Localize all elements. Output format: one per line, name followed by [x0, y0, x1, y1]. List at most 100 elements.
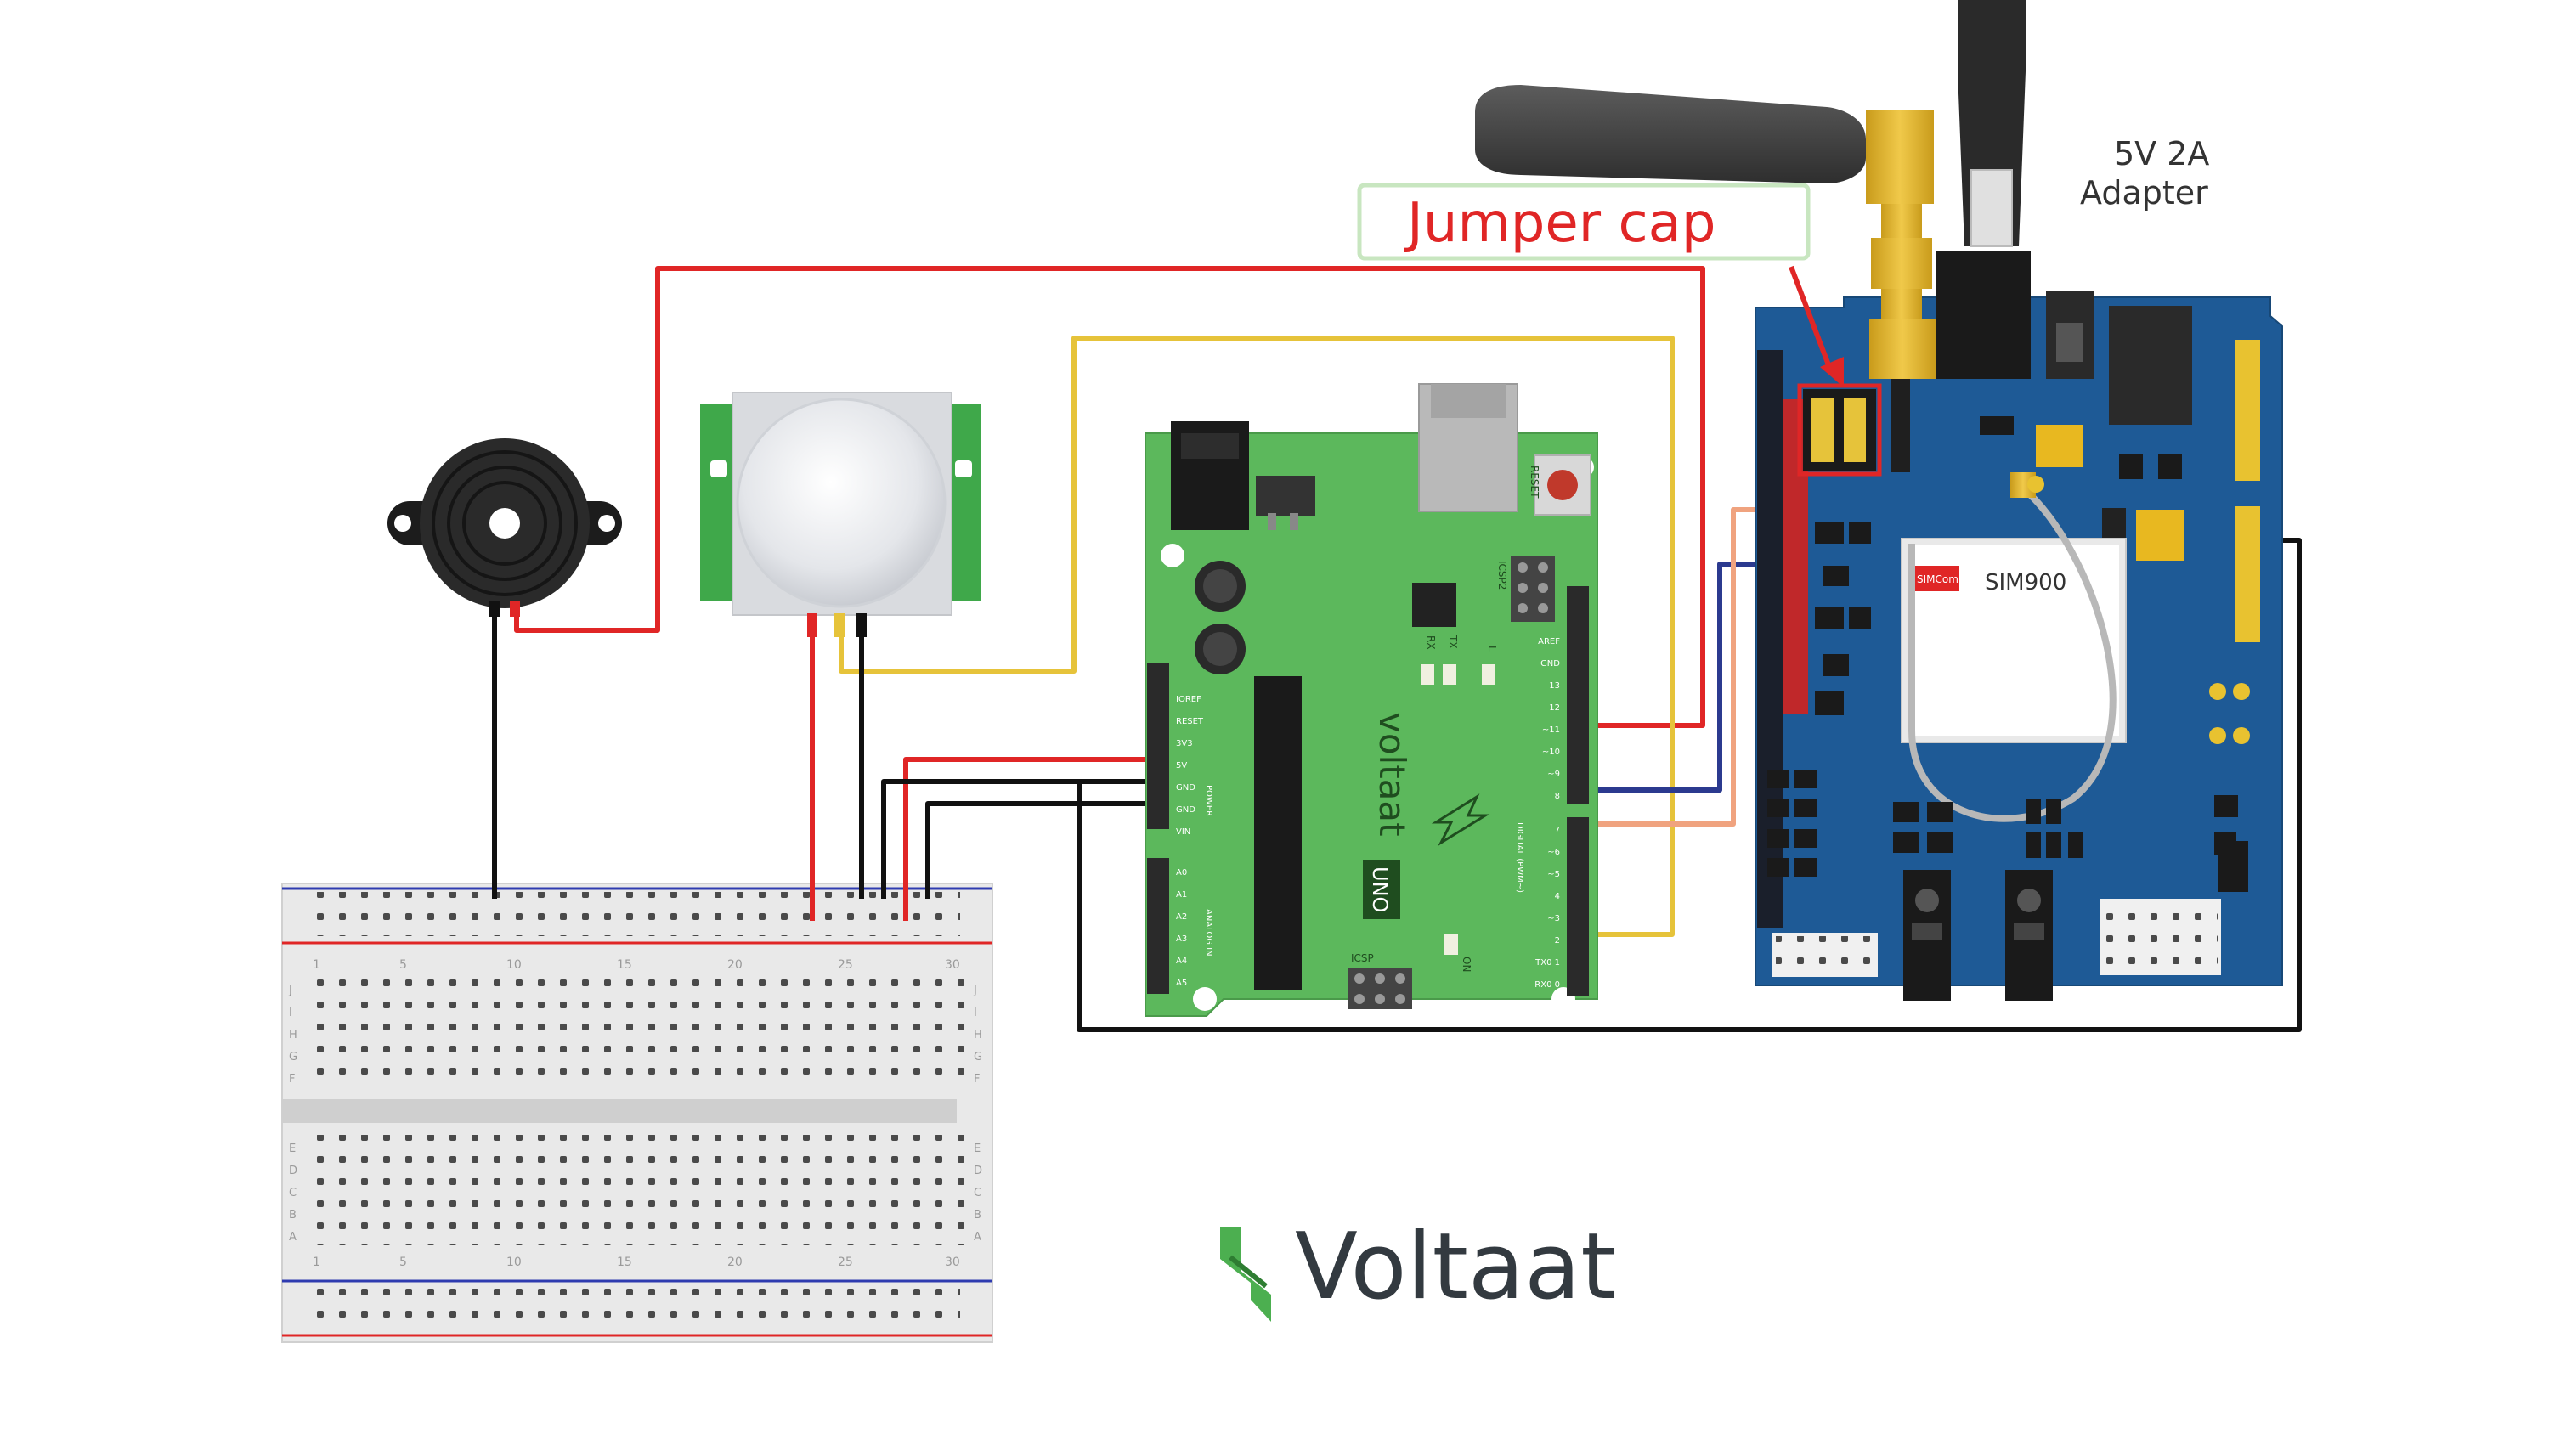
row-letter: C: [289, 1187, 297, 1199]
row-letter: G: [974, 1051, 982, 1064]
board-logo-icon: [1431, 793, 1490, 847]
center-channel: [282, 1099, 957, 1123]
atmega-chip: [1254, 676, 1302, 990]
voltaat-logo-icon: [1220, 1227, 1271, 1322]
wire-gnd-black-1: [881, 779, 1157, 899]
row-letter: B: [974, 1209, 981, 1222]
digital-group-label: DIGITAL (PWM~): [1515, 822, 1524, 893]
pin-label: A1: [1176, 890, 1187, 900]
analog-group-label: ANALOG IN: [1204, 909, 1213, 957]
shield-power-jack: [1936, 251, 2031, 379]
board-model-badge: [1363, 860, 1400, 919]
breadboard-row-letters: J I H G F E D C B A J I H G F E D C B A: [288, 985, 982, 1244]
reset-button-icon: [1547, 470, 1578, 500]
terminal-holes-top: [306, 977, 969, 1087]
reset-label: RESET: [1529, 466, 1540, 499]
col-number: 5: [399, 958, 407, 972]
row-letter: D: [974, 1165, 982, 1177]
jumper-cap-arrowhead-icon: [1820, 357, 1844, 387]
row-letter: H: [974, 1029, 982, 1041]
shield-regulator: [2109, 306, 2192, 425]
pin-label: A2: [1176, 912, 1187, 922]
pin-label: RESET: [1176, 717, 1204, 726]
buzzer: [387, 438, 622, 617]
adapter-label-line2: Adapter: [2080, 174, 2208, 212]
icsp-label: ICSP: [1351, 952, 1374, 964]
breadboard-col-numbers-bottom: 1 5 10 15 20 25 30: [313, 1256, 960, 1269]
pin-label: 7: [1555, 826, 1560, 835]
pin-label: 2: [1555, 936, 1560, 945]
pin-label: ~3: [1547, 914, 1560, 923]
col-number: 10: [506, 958, 522, 972]
sim900-label: SIM900: [1985, 570, 2066, 595]
pin-label: A5: [1176, 979, 1187, 988]
smd-components: [1767, 416, 2248, 892]
wire-5v-red: [903, 757, 1157, 921]
jumper-cap-arrow: [1789, 265, 1834, 375]
col-number: 15: [617, 958, 632, 972]
breadboard-col-numbers-top: 1 5 10 15 20 25 30: [313, 958, 960, 972]
usb-chip: [1412, 583, 1456, 627]
row-letter: G: [289, 1051, 297, 1064]
buzzer-center-icon: [489, 508, 520, 539]
row-letter: I: [974, 1007, 977, 1019]
pin-label: ~5: [1547, 870, 1560, 879]
l-label: L: [1486, 646, 1498, 652]
pin-label: ~6: [1547, 848, 1560, 857]
pin-label: A3: [1176, 934, 1187, 944]
simcom-text: SIMCom: [1917, 573, 1958, 585]
pin-label: 4: [1555, 892, 1560, 901]
antenna-cable: [1908, 484, 2117, 822]
pin-label: 12: [1549, 703, 1560, 713]
pin-label: 8: [1555, 792, 1560, 801]
col-number: 25: [838, 958, 853, 972]
pin-label: GND: [1176, 783, 1195, 793]
digital-header-bottom: [1567, 817, 1589, 996]
icsp2-label: ICSP2: [1496, 561, 1508, 590]
row-letter: H: [289, 1029, 297, 1041]
rail-holes-top: [314, 892, 960, 936]
pin-label: VIN: [1176, 827, 1190, 837]
icsp-header: ICSP: [1348, 952, 1412, 1009]
power-pin-labels: IOREF RESET 3V3 5V GND GND VIN: [1176, 695, 1204, 837]
wire-buzzer-signal-red: [514, 266, 1705, 728]
pin-label: RX0 0: [1534, 980, 1560, 990]
col-number: 20: [727, 1256, 743, 1269]
pin-label: 5V: [1176, 761, 1187, 770]
wire-pir-signal-yellow: [839, 336, 1675, 937]
rail-holes-bottom: [314, 1286, 960, 1330]
digital-bottom-pin-labels: 7 ~6 ~5 4 ~3 2 TX0 1 RX0 0: [1534, 826, 1560, 990]
shield-yellow-header-top: [2235, 340, 2260, 481]
col-number: 1: [313, 1256, 320, 1269]
row-letter: D: [289, 1165, 297, 1177]
col-number: 30: [945, 958, 960, 972]
arduino-uno-board: RESET ICSP2 RX TX L voltaat UNO ON: [1145, 383, 1598, 1017]
pin-label: A4: [1176, 957, 1187, 966]
adapter-label-line1: 5V 2A: [2114, 135, 2209, 172]
pin-label: 3V3: [1176, 739, 1193, 748]
row-letter: F: [289, 1073, 295, 1086]
terminal-holes-bottom: [306, 1135, 969, 1245]
row-letter: F: [974, 1073, 980, 1086]
pin-label: ~10: [1542, 748, 1560, 757]
board-model-text: UNO: [1368, 866, 1392, 912]
pin-label: ~11: [1542, 725, 1560, 735]
pin-label: TX0 1: [1534, 958, 1560, 968]
voltaat-logo: Voltaat: [1220, 1214, 1617, 1322]
pin-label: ~9: [1547, 770, 1560, 779]
digital-header-top: [1567, 586, 1589, 804]
row-letter: J: [288, 985, 292, 997]
jumper-cap-label-box: [1357, 183, 1811, 261]
pin-label: GND: [1540, 659, 1560, 669]
row-letter: A: [974, 1231, 981, 1244]
col-number: 15: [617, 1256, 632, 1269]
jumper-cap-callout: Jumper cap: [1357, 183, 1844, 387]
power-header: [1147, 663, 1169, 829]
col-number: 20: [727, 958, 743, 972]
row-letter: C: [974, 1187, 981, 1199]
antenna-icon: [1475, 85, 1866, 183]
jumper-cap-label: Jumper cap: [1404, 192, 1715, 255]
col-number: 25: [838, 1256, 853, 1269]
row-letter: E: [974, 1143, 981, 1155]
pir-dome-icon: [736, 398, 947, 608]
